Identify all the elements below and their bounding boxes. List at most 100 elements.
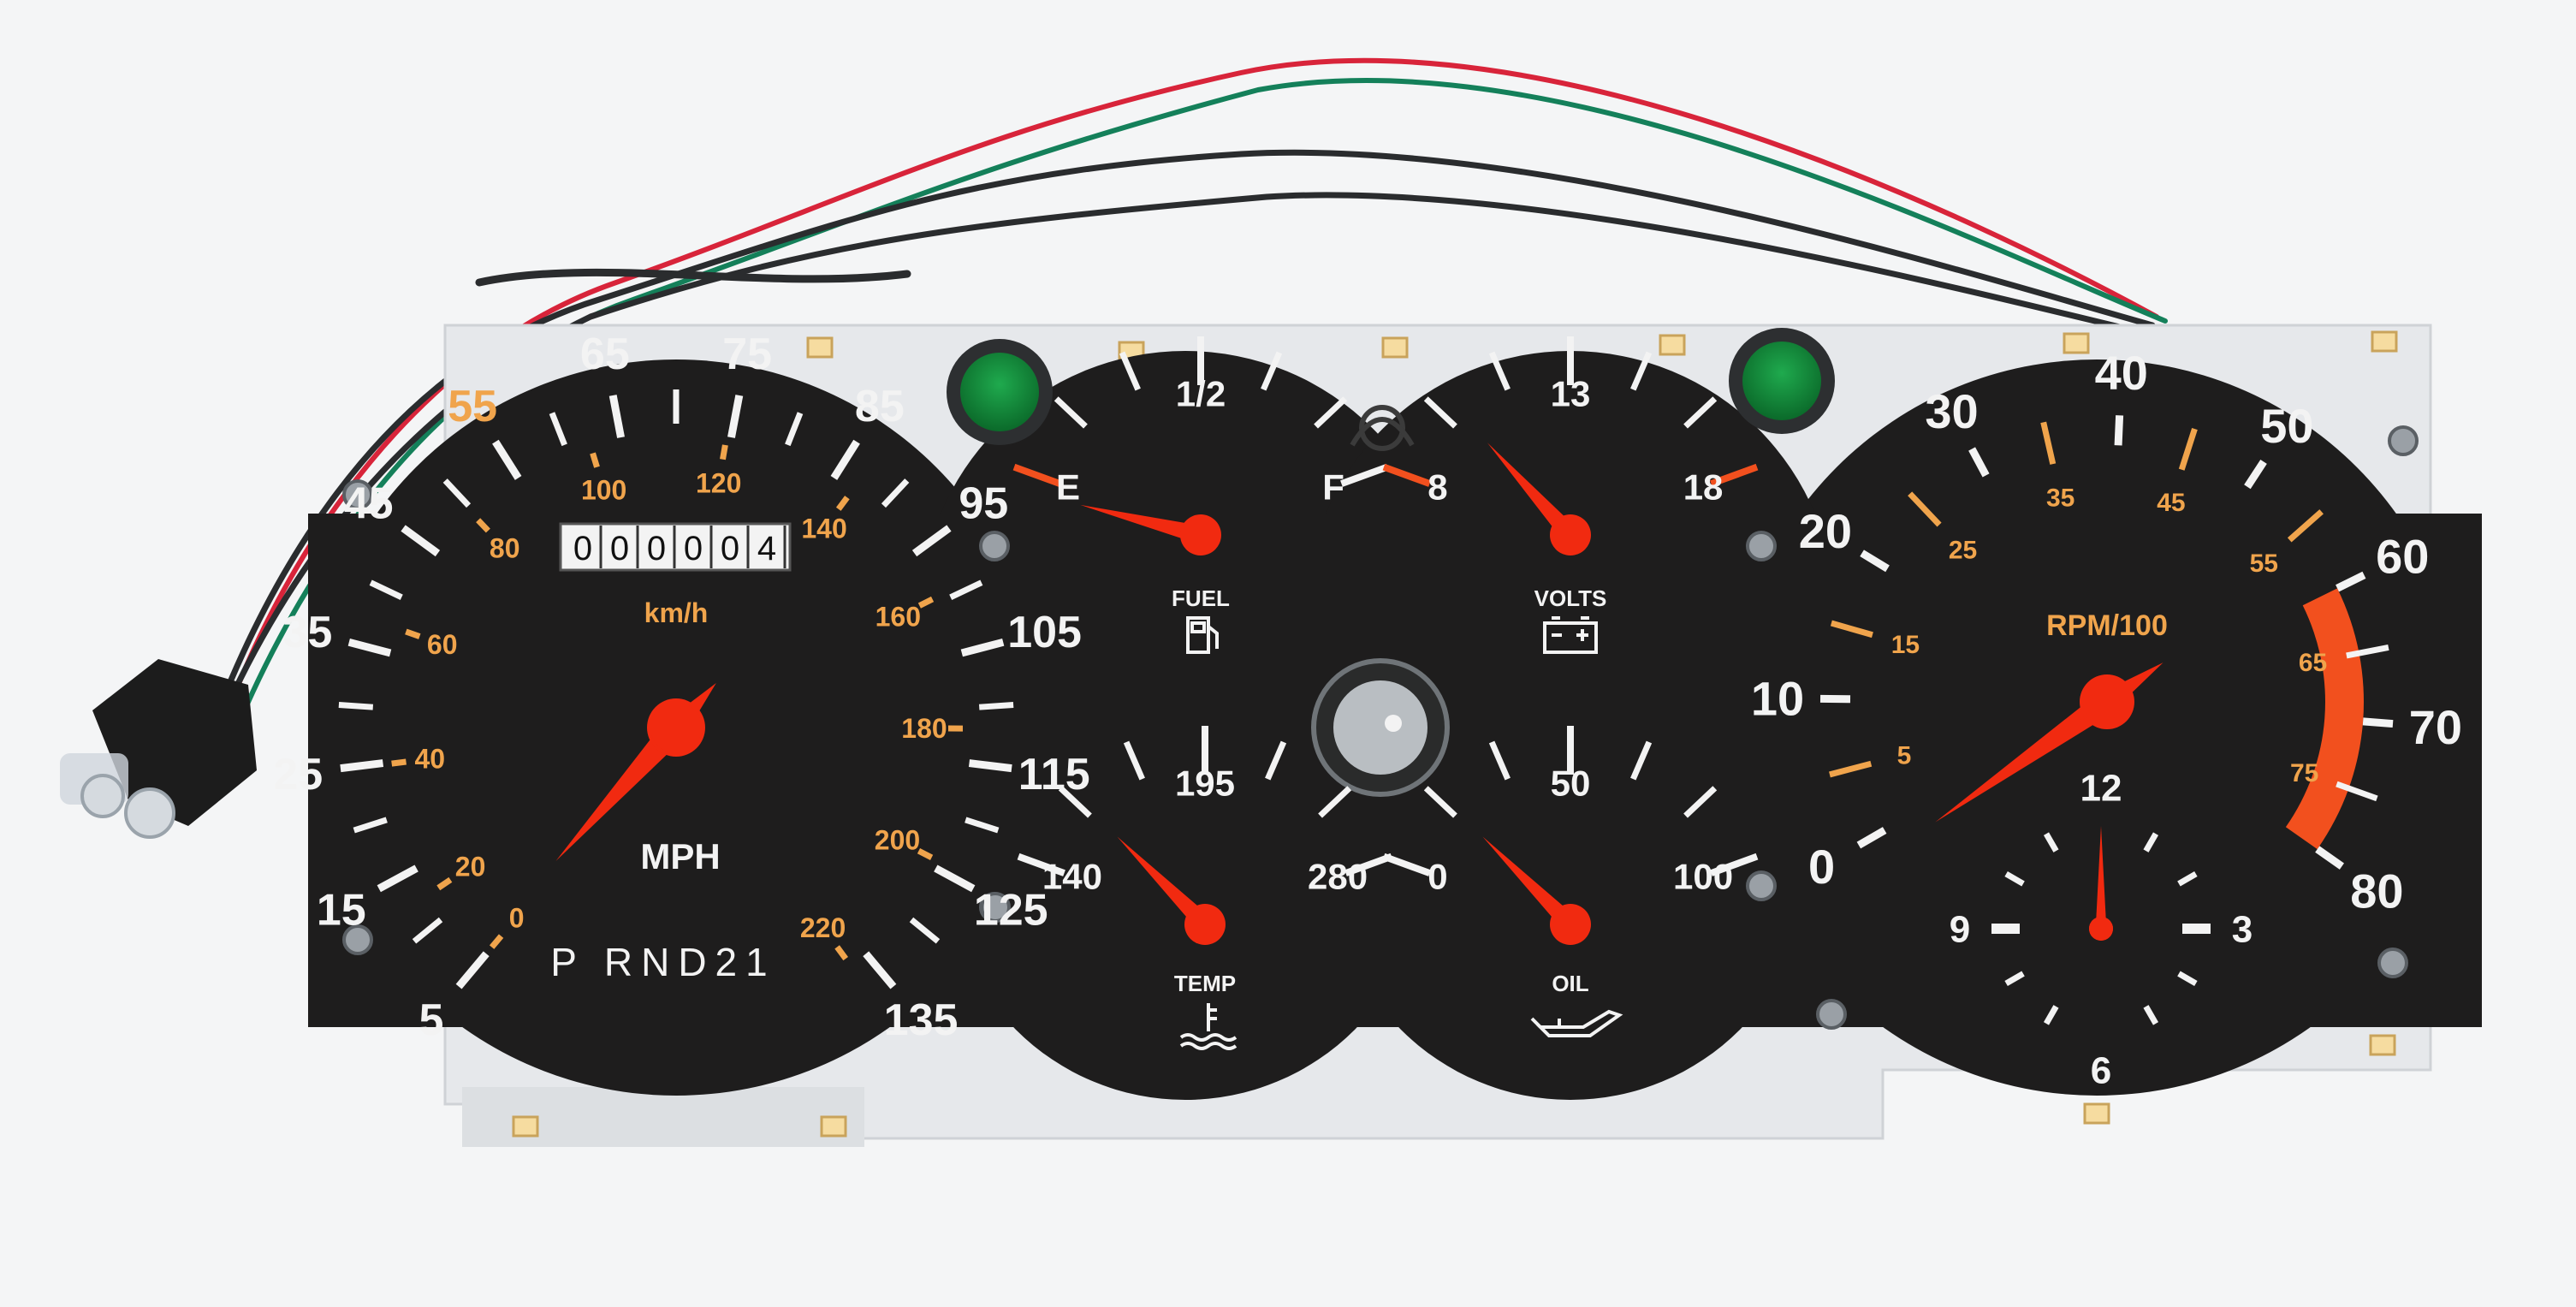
screw bbox=[1818, 1001, 1845, 1028]
mph-label-35: 35 bbox=[282, 608, 332, 657]
screw bbox=[981, 532, 1008, 560]
tach-minor-label-25: 25 bbox=[1949, 537, 1977, 565]
temp-label-0: 140 bbox=[1042, 856, 1102, 896]
tach-label-10: 10 bbox=[1751, 671, 1804, 725]
odometer-digit: 0 bbox=[573, 530, 592, 567]
tach-tick bbox=[2363, 722, 2393, 724]
odometer-digit: 0 bbox=[647, 530, 666, 567]
tach-minor-label-45: 45 bbox=[2157, 489, 2185, 517]
fuel-label-1: 1/2 bbox=[1176, 374, 1226, 414]
mph-label-135: 135 bbox=[884, 995, 959, 1045]
oil-label-2: 100 bbox=[1673, 856, 1733, 896]
tach-minor-label-5: 5 bbox=[1897, 742, 1912, 770]
tach-minor-label-55: 55 bbox=[2250, 550, 2278, 578]
volts-label-1: 13 bbox=[1551, 374, 1591, 414]
kmh-label-120: 120 bbox=[696, 467, 741, 498]
dimmer-button[interactable] bbox=[1729, 328, 1835, 434]
clock-label-3: 3 bbox=[2232, 908, 2253, 950]
tach-tick bbox=[2118, 415, 2120, 445]
mph-tick bbox=[341, 763, 383, 769]
mph-tick bbox=[969, 763, 1012, 769]
tach-label-30: 30 bbox=[1925, 384, 1978, 438]
speedometer-unit: MPH bbox=[640, 836, 720, 876]
tach-unit: RPM/100 bbox=[2046, 609, 2168, 642]
oil-needle-hub bbox=[1550, 904, 1591, 945]
mph-label-65: 65 bbox=[580, 330, 630, 379]
screw bbox=[2389, 427, 2417, 454]
mph-label-105: 105 bbox=[1007, 608, 1082, 657]
mph-tick bbox=[339, 705, 373, 708]
temp-title: TEMP bbox=[1174, 971, 1236, 996]
volts-label-2: 18 bbox=[1683, 466, 1724, 507]
tach-label-70: 70 bbox=[2409, 700, 2462, 754]
tach-minor-label-75: 75 bbox=[2290, 759, 2318, 787]
mph-label-125: 125 bbox=[974, 885, 1048, 935]
tach-label-80: 80 bbox=[2350, 864, 2403, 918]
tach-label-0: 0 bbox=[1808, 840, 1835, 894]
odometer-digit: 0 bbox=[721, 530, 739, 567]
screw bbox=[1748, 532, 1775, 560]
kmh-label-160: 160 bbox=[875, 601, 921, 632]
tach-minor-label-65: 65 bbox=[2299, 649, 2327, 677]
mph-label-115: 115 bbox=[1018, 750, 1090, 799]
kmh-label-0: 0 bbox=[509, 902, 525, 933]
mph-tick bbox=[979, 705, 1013, 708]
kmh-label-80: 80 bbox=[490, 532, 520, 563]
mph-label-85: 85 bbox=[855, 382, 905, 431]
oil-title: OIL bbox=[1552, 971, 1588, 996]
clock-label-9: 9 bbox=[1950, 908, 1970, 950]
oil-label-1: 50 bbox=[1551, 763, 1591, 804]
kmh-label-20: 20 bbox=[455, 851, 486, 882]
tachometer-needle-tail-hub bbox=[2083, 678, 2131, 726]
kmh-label-60: 60 bbox=[427, 629, 458, 660]
mph-label-45: 45 bbox=[344, 479, 394, 529]
speedometer-needle-tail-hub bbox=[650, 702, 702, 753]
kmh-tick bbox=[392, 762, 407, 763]
oil-label-0: 0 bbox=[1427, 856, 1447, 896]
temp-needle-hub bbox=[1184, 904, 1226, 945]
tach-minor-label-35: 35 bbox=[2046, 484, 2074, 513]
temp-label-2: 280 bbox=[1308, 856, 1368, 896]
mph-label-95: 95 bbox=[959, 479, 1008, 529]
volts-title: VOLTS bbox=[1534, 585, 1607, 611]
screw bbox=[1748, 872, 1775, 900]
kmh-label-180: 180 bbox=[901, 713, 947, 744]
fuel-needle-hub bbox=[1180, 514, 1221, 555]
odometer-digit: 0 bbox=[610, 530, 629, 567]
tach-label-40: 40 bbox=[2095, 346, 2148, 400]
kmh-unit: km/h bbox=[644, 597, 709, 628]
kmh-tick bbox=[722, 445, 725, 460]
kmh-label-40: 40 bbox=[415, 744, 446, 775]
indicator-lens bbox=[1314, 661, 1447, 794]
fuel-label-2: F bbox=[1322, 466, 1344, 507]
volts-label-0: 8 bbox=[1427, 466, 1447, 507]
odometer-digit: 4 bbox=[757, 530, 776, 567]
mph-label-15: 15 bbox=[317, 885, 366, 935]
kmh-label-200: 200 bbox=[875, 825, 920, 856]
tach-label-50: 50 bbox=[2260, 399, 2313, 453]
fuel-label-0: E bbox=[1056, 466, 1080, 507]
screw bbox=[2379, 949, 2407, 977]
gear-indicator: P RND21 bbox=[550, 940, 775, 984]
tach-label-60: 60 bbox=[2376, 529, 2429, 583]
clock-hour-hand-hub bbox=[2089, 917, 2113, 941]
kmh-label-100: 100 bbox=[581, 475, 626, 506]
clock-label-6: 6 bbox=[2091, 1049, 2111, 1091]
kmh-label-220: 220 bbox=[800, 912, 846, 943]
volts-needle-hub bbox=[1550, 514, 1591, 555]
odometer-digit: 0 bbox=[684, 530, 703, 567]
fuel-title: FUEL bbox=[1172, 585, 1230, 611]
wire-connector bbox=[60, 659, 257, 837]
clock-label-12: 12 bbox=[2080, 767, 2122, 809]
tach-label-20: 20 bbox=[1799, 504, 1852, 558]
mph-label-55: 55 bbox=[448, 382, 497, 431]
mph-label-5: 5 bbox=[418, 995, 443, 1045]
trip-reset-button[interactable] bbox=[947, 339, 1053, 445]
kmh-tick bbox=[593, 453, 597, 466]
temp-label-1: 195 bbox=[1175, 763, 1235, 804]
kmh-label-140: 140 bbox=[801, 513, 846, 544]
mph-label-75: 75 bbox=[722, 330, 772, 379]
tach-minor-label-15: 15 bbox=[1891, 631, 1920, 659]
